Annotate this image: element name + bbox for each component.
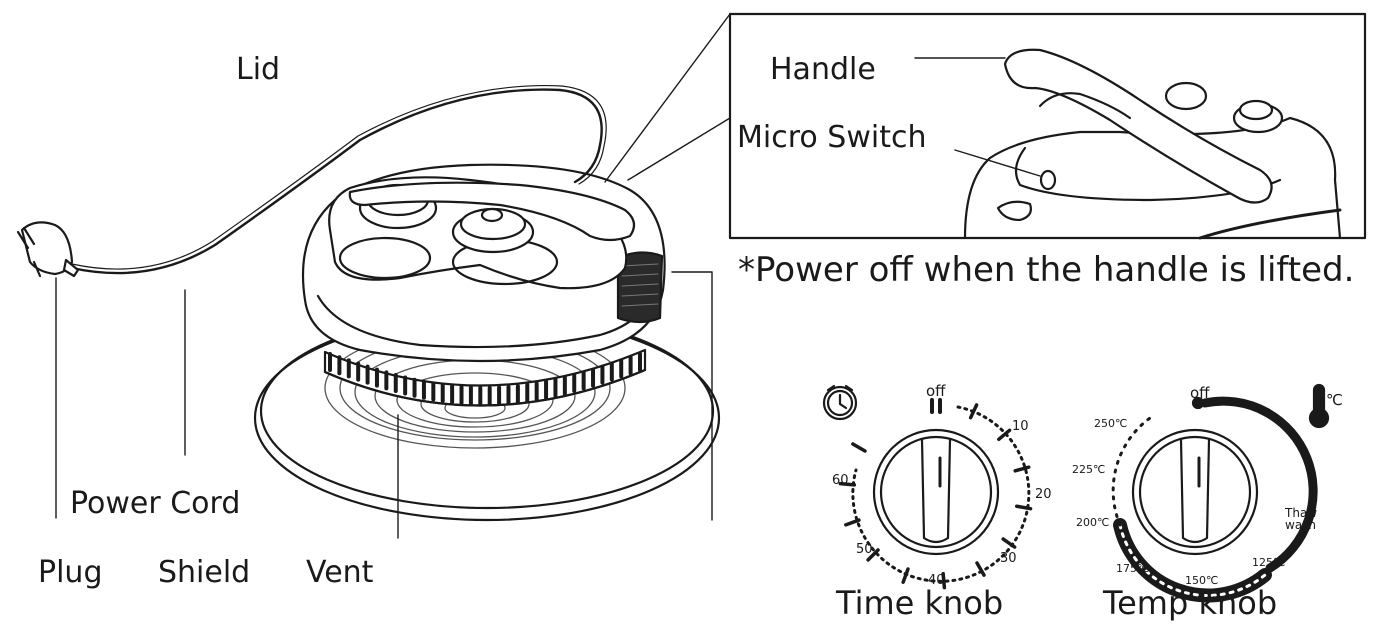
time-tick-mark [901,567,910,584]
lid-label: Lid [236,52,281,87]
time-tick-label-30: 30 [1000,551,1017,566]
vent-grille [616,251,664,324]
shield-ring [323,348,647,407]
time-tick-mark [1001,537,1017,549]
temp-knob-title: Temp knob [1103,584,1278,622]
time-tick-label-50: 50 [856,542,873,557]
temp-tick-label-225: 225℃ [1072,463,1105,476]
time-tick-label-10: 10 [1012,419,1029,434]
time-tick-mark [968,403,979,420]
vent-label: Vent [306,555,374,590]
plug [16,221,80,278]
time-tick-mark [997,428,1012,442]
time-tick-label-40: 40 [928,573,945,588]
temp-off-label: off [1190,384,1210,402]
temp-tick-label-125: 125℃ [1252,556,1285,569]
temp-dial-labels: off 250℃ 225℃ 200℃ 175℃ 150℃ 125℃ Thaw w… [1072,384,1343,587]
time-tick-mark [1015,504,1033,511]
power-cord [70,85,607,275]
clock-icon [822,384,858,421]
temp-tick-label-175: 175℃ [1116,562,1149,575]
detail-handle-drawing [914,48,1342,240]
shield-slots [328,352,642,406]
shield-label: Shield [158,555,251,590]
time-tick-mark [851,442,867,453]
power-off-note: *Power off when the handle is lifted. [738,250,1355,290]
leader-lines [55,271,713,539]
temp-tick-label-200: 200℃ [1076,516,1109,529]
time-tick-mark [838,481,857,487]
time-dots [851,405,1031,583]
lid-temp-knob [451,207,535,254]
handle-label: Handle [770,52,876,87]
temp-wash-label: wash [1285,518,1316,532]
temp-tick-label-150: 150℃ [1185,574,1218,587]
time-off-label: off [926,382,946,400]
time-tick-label-60: 60 [832,473,849,488]
detail-callout [604,12,1367,240]
temp-thaw-label: Thaw [1284,506,1317,520]
time-tick-mark [1013,465,1031,473]
time-tick-mark [844,518,861,527]
lid-handle [348,181,636,242]
time-knob-dial [851,398,1031,583]
plug-label: Plug [38,555,103,590]
thermometer-icon [1308,383,1330,429]
time-dial-labels: off 10 20 30 40 50 60 [832,382,1052,588]
temp-tick-label-250: 250℃ [1094,417,1127,430]
time-tick-mark [941,571,947,590]
time-tick-mark [975,561,986,577]
time-tick-mark [866,548,880,562]
time-tick-label-20: 20 [1035,487,1052,502]
micro-switch-label: Micro Switch [737,120,927,155]
temp-unit-label: ℃ [1326,391,1343,409]
power-cord-label: Power Cord [70,486,241,521]
time-ticks [838,403,1033,590]
temp-knob-dial [1111,396,1318,603]
time-knob-title: Time knob [836,584,1004,622]
